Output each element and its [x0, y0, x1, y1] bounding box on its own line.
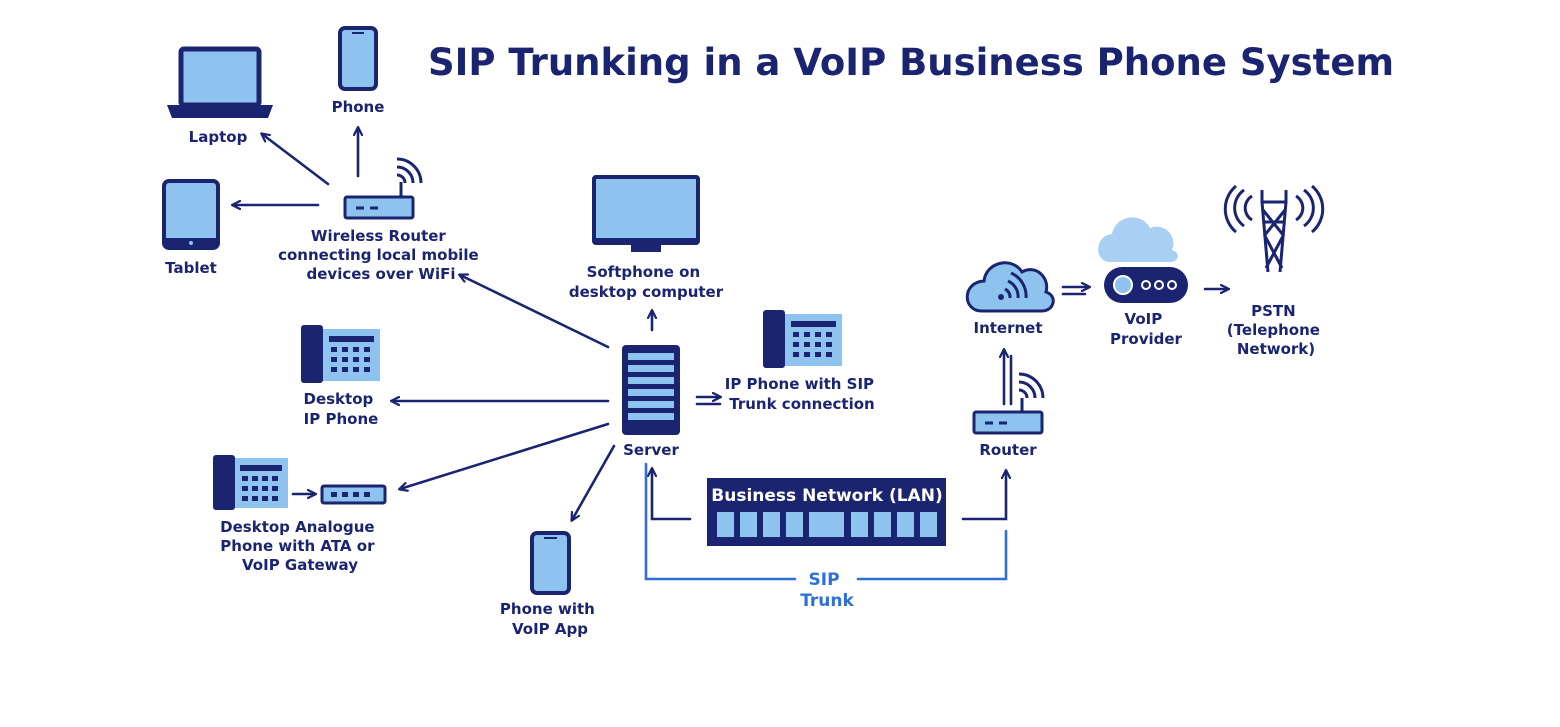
- router-label: Router: [979, 441, 1037, 459]
- wireless-router-label: Wireless Router connecting local mobile …: [278, 227, 484, 283]
- smartphone-icon: [338, 26, 378, 91]
- desk-phone-icon: [213, 455, 288, 510]
- arrow-server-to-ata: [400, 422, 610, 489]
- analogue-phone-label: Desktop Analogue Phone with ATA or VoIP …: [220, 518, 380, 574]
- arrow-lan-to-router: [961, 471, 1006, 521]
- smartphone-icon: [530, 531, 571, 595]
- laptop-label: Laptop: [189, 128, 248, 146]
- router-icon: [972, 372, 1045, 435]
- voip-provider-label: VoIP Provider: [1110, 310, 1183, 348]
- phone-label: Phone: [332, 98, 385, 116]
- cell-tower-icon: [1223, 184, 1325, 273]
- tablet-icon: [162, 179, 220, 250]
- arrow-server-to-wireless-router: [460, 275, 610, 349]
- ata-gateway-icon: [320, 484, 387, 505]
- sip-trunk-label: SIP Trunk: [800, 570, 854, 611]
- lan-label: Business Network (LAN): [711, 486, 942, 506]
- tablet-label: Tablet: [165, 259, 217, 277]
- pstn-label: PSTN (Telephone Network): [1227, 302, 1325, 358]
- softphone-label: Softphone on desktop computer: [569, 263, 724, 301]
- phone-voip-app-label: Phone with VoIP App: [500, 600, 600, 638]
- server-label: Server: [623, 441, 679, 459]
- laptop-icon: [167, 46, 273, 118]
- desktop-ip-phone-label: Desktop IP Phone: [304, 390, 379, 428]
- arrow-lan-to-server: [652, 469, 692, 521]
- desk-phone-icon: [763, 310, 842, 368]
- cloud-wifi-icon: [965, 261, 1055, 313]
- sip-trunk-path: [644, 462, 1008, 581]
- network-switch-icon: [707, 478, 946, 546]
- diagram-title: SIP Trunking in a VoIP Business Phone Sy…: [428, 41, 1394, 84]
- wireless-router-icon: [343, 157, 423, 220]
- server-icon: [622, 345, 680, 435]
- arrow-server-to-voip-phone: [572, 444, 616, 520]
- arrow-router-to-laptop: [262, 134, 330, 186]
- monitor-icon: [592, 175, 700, 252]
- connectors: [233, 128, 1228, 520]
- ip-phone-sip-label: IP Phone with SIP Trunk connection: [725, 375, 880, 413]
- cloud-server-icon: [1098, 217, 1188, 303]
- internet-label: Internet: [973, 319, 1042, 337]
- desk-phone-icon: [301, 325, 380, 383]
